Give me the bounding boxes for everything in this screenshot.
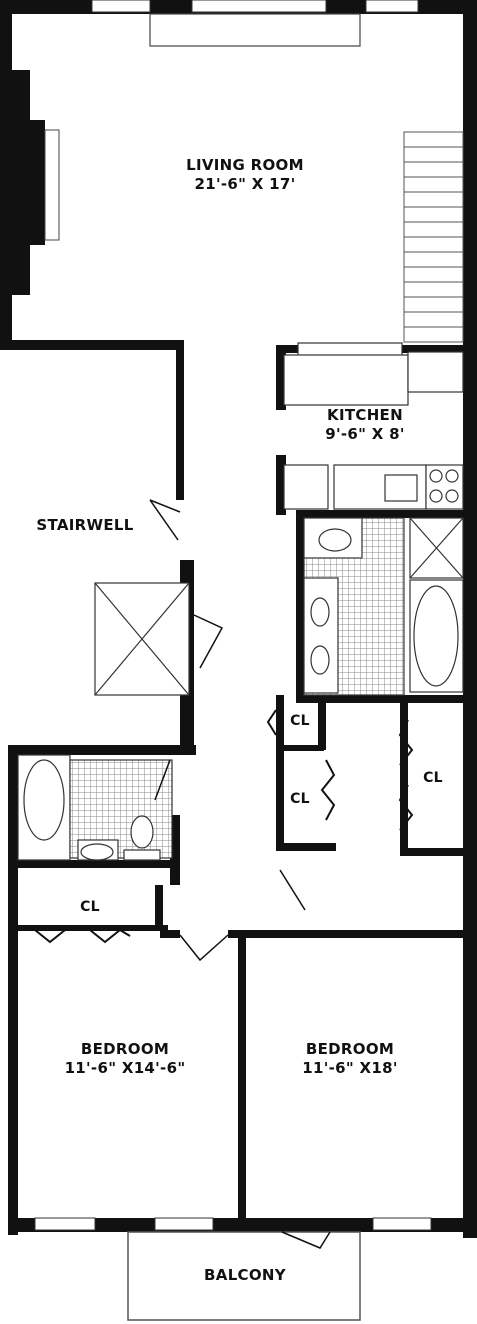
bedroom-left-label: BEDROOM 11'-6" X14'-6" — [40, 1040, 210, 1078]
closet-bedroom-label: CL — [80, 899, 100, 915]
main-bathroom — [303, 517, 464, 696]
living-room-label: LIVING ROOM 21'-6" X 17' — [170, 156, 320, 194]
kitchen-label: KITCHEN 9'-6" X 8' — [310, 406, 420, 444]
closet-upper-left-label: CL — [290, 713, 310, 729]
kitchen-size: 9'-6" X 8' — [325, 425, 405, 443]
left-bathroom — [17, 754, 173, 861]
stairwell-label: STAIRWELL — [20, 516, 150, 535]
stairwell-name: STAIRWELL — [36, 516, 134, 534]
bedroom-right-size: 11'-6" X18' — [302, 1059, 398, 1077]
window-seat — [149, 13, 361, 47]
walls — [0, 0, 477, 1238]
windows — [34, 0, 432, 1231]
closet-middle-left-label: CL — [290, 791, 310, 807]
stairwell-opening — [94, 582, 190, 696]
living-room-name: LIVING ROOM — [186, 156, 304, 174]
kitchen-fixtures — [283, 342, 464, 510]
bedroom-right-name: BEDROOM — [305, 1040, 395, 1058]
doors — [149, 499, 331, 1249]
bedroom-left-name: BEDROOM — [80, 1040, 170, 1058]
bedroom-right-label: BEDROOM 11'-6" X18' — [285, 1040, 415, 1078]
bedroom-left-size: 11'-6" X14'-6" — [64, 1059, 186, 1077]
staircase — [403, 131, 464, 343]
kitchen-name: KITCHEN — [327, 406, 403, 424]
closet-right-label: CL — [423, 770, 443, 786]
fireplace-hearth — [44, 129, 60, 241]
living-room-size: 21'-6" X 17' — [194, 175, 296, 193]
balcony-label: BALCONY — [204, 1266, 286, 1284]
closet-doors — [34, 709, 414, 944]
